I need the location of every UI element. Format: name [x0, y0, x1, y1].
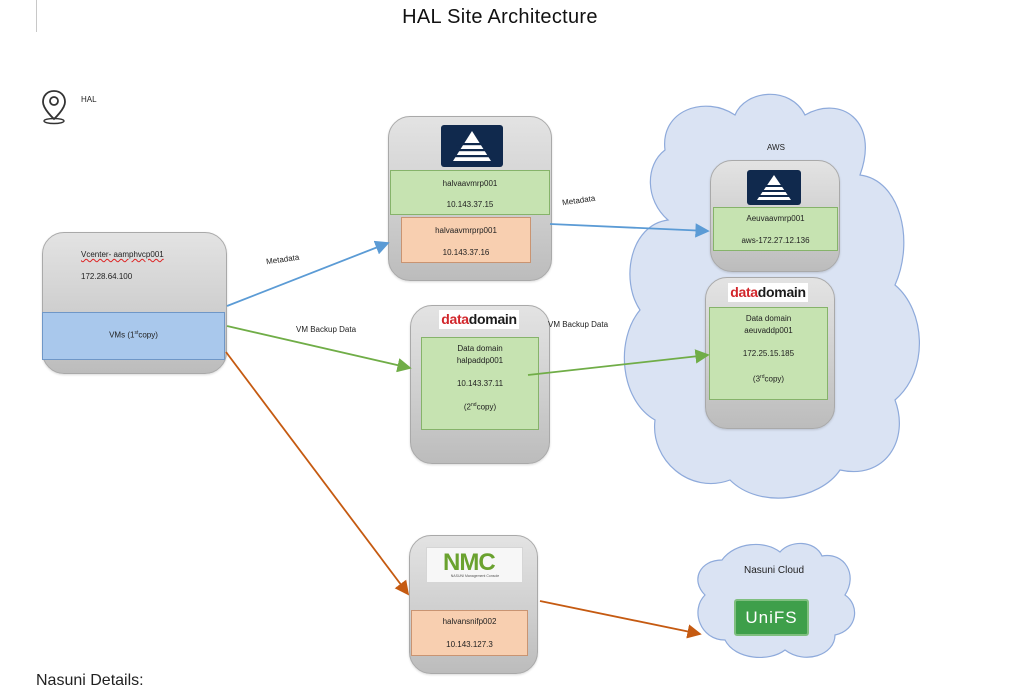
nasuni-cloud-label: Nasuni Cloud — [744, 565, 805, 576]
metadata-arrow-1 — [226, 240, 390, 307]
aws-dd-line2: aeuvaddp001 — [744, 326, 793, 335]
vcenter-name: Vcenter- aamphvcp001 — [81, 250, 164, 259]
aws-avamar-ip: aws-172.27.12.136 — [741, 236, 810, 245]
avamar-logo-icon — [441, 125, 503, 167]
nasuni-arrow-1 — [225, 351, 410, 596]
aws-dd-ip: 172.25.15.185 — [742, 349, 795, 358]
avamar-primary-name: halvaavmrp001 — [442, 179, 498, 188]
datadomain-primary-box[interactable]: Data domain halpaddp001 10.143.37.11 (2n… — [421, 337, 539, 430]
vms-label: VMs (1stcopy) — [109, 330, 158, 340]
divider-line — [36, 0, 37, 32]
metadata-arrow-2 — [549, 223, 710, 238]
backup-arrow-2 — [527, 349, 710, 376]
avamar-replica-box[interactable]: halvaavmrprp001 10.143.37.16 — [401, 217, 531, 263]
nasuni-name: halvansnifp002 — [442, 617, 497, 626]
backup-arrow-1 — [226, 325, 412, 373]
unifs-logo-icon: UniFS — [734, 599, 809, 636]
dd-primary-ip: 10.143.37.11 — [456, 379, 504, 388]
avamar-primary-ip: 10.143.37.15 — [446, 200, 494, 209]
map-pin-icon — [42, 90, 66, 125]
aws-dd-copy: (3rdcopy) — [752, 374, 785, 384]
nmc-logo-text: NMC — [443, 549, 496, 576]
vms-box[interactable]: VMs (1stcopy) — [42, 312, 225, 360]
footer-heading: Nasuni Details: — [36, 672, 144, 689]
aws-dd-line1: Data domain — [745, 314, 792, 323]
aws-avamar-logo-icon — [747, 170, 801, 205]
avamar-primary-box[interactable]: halvaavmrp001 10.143.37.15 — [390, 170, 550, 215]
nasuni-box[interactable]: halvansnifp002 10.143.127.3 — [411, 610, 528, 656]
page-title: HAL Site Architecture — [402, 6, 598, 28]
nasuni-ip: 10.143.127.3 — [446, 640, 493, 649]
nmc-logo-sub: NASUNI Management Console — [450, 574, 500, 578]
dd-primary-line2: halpaddp001 — [456, 356, 504, 365]
vcenter-ip: 172.28.64.100 — [81, 272, 133, 281]
nmc-logo-icon: NMC NASUNI Management Console — [426, 547, 523, 583]
avamar-replica-name: halvaavmrprp001 — [435, 226, 497, 235]
aws-avamar-name: Aeuvaavmrp001 — [746, 214, 805, 223]
datadomain-node[interactable]: datadomain — [410, 305, 550, 464]
aws-avamar-box[interactable]: Aeuvaavmrp001 aws-172.27.12.136 — [713, 207, 838, 251]
dd-primary-copy: (2ndcopy) — [463, 402, 497, 412]
location-label: HAL — [81, 95, 97, 104]
edge-label-backup-1: VM Backup Data — [296, 325, 357, 334]
datadomain-logo-icon: datadomain — [439, 310, 519, 329]
aws-datadomain-box[interactable]: Data domain aeuvaddp001 172.25.15.185 (3… — [709, 307, 828, 400]
edge-label-backup-2: VM Backup Data — [548, 320, 609, 329]
nasuni-arrow-2 — [539, 600, 702, 639]
avamar-replica-ip: 10.143.37.16 — [442, 248, 490, 257]
aws-label: AWS — [767, 143, 785, 152]
aws-datadomain-logo-icon: datadomain — [728, 283, 808, 302]
dd-primary-line1: Data domain — [457, 344, 503, 353]
